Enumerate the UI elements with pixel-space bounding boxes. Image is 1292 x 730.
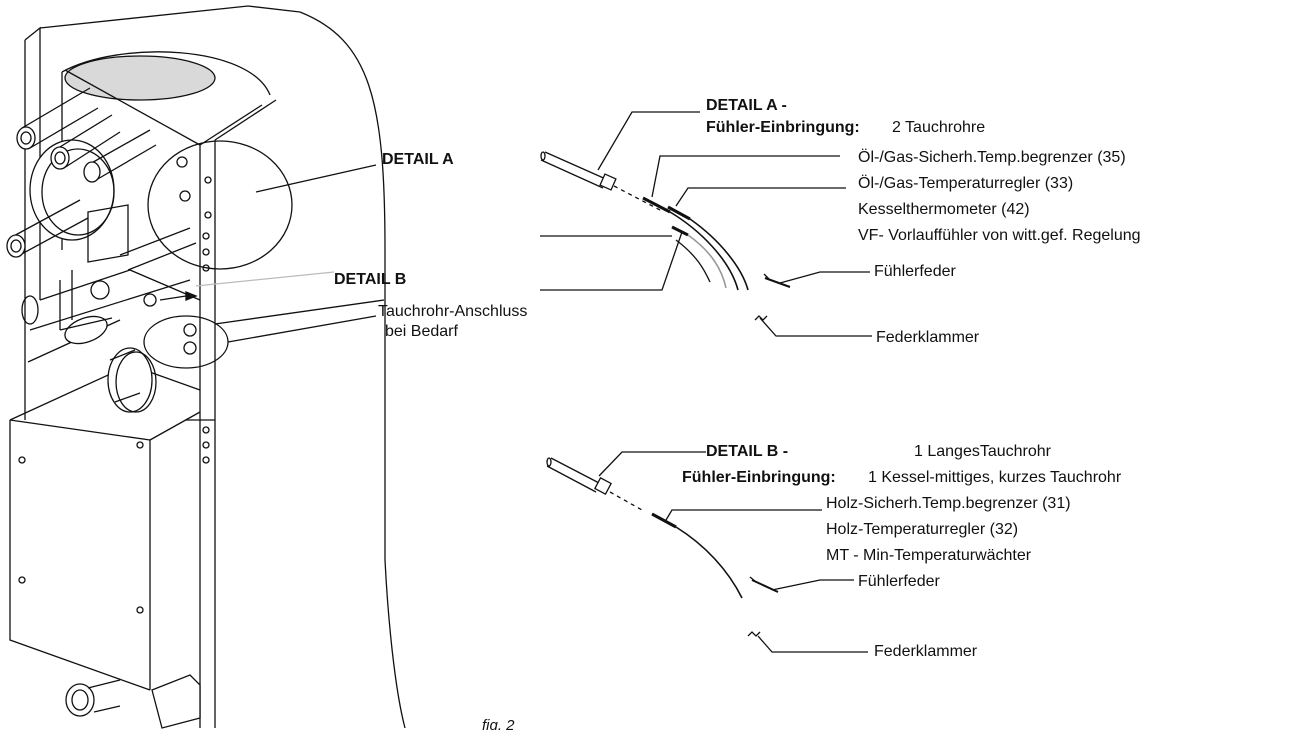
pipe-stubs <box>6 87 197 271</box>
detail-b-clip-label: Federklammer <box>874 643 978 660</box>
detail-a-subtitle: Fühler-Einbringung: <box>706 119 860 136</box>
detail-a-leader <box>255 164 377 193</box>
detail-b-item-mt: MT - Min-Temperaturwächter <box>826 547 1032 564</box>
detail-b-drawing <box>546 451 868 653</box>
boiler-illustration <box>6 5 406 729</box>
detail-b-callout: DETAIL B <box>334 271 407 288</box>
detail-b-title-value: 1 LangesTauchrohr <box>914 443 1051 460</box>
detail-a-item-42: Kesselthermometer (42) <box>858 201 1030 218</box>
detail-b-leader <box>195 271 335 287</box>
detail-b-subtitle: Fühler-Einbringung: <box>682 469 836 486</box>
detail-a-spring-label: Fühlerfeder <box>874 263 956 280</box>
detail-a-item-35: Öl-/Gas-Sicherh.Temp.begrenzer (35) <box>858 149 1126 166</box>
detail-a-drawing <box>540 111 872 337</box>
tauchrohr-leader <box>227 315 377 343</box>
bei-bedarf-label: bei Bedarf <box>385 323 458 340</box>
detail-a-title: DETAIL A - <box>706 97 787 114</box>
detail-a-item-vf: VF- Vorlauffühler von witt.gef. Regelung <box>858 227 1141 244</box>
side-bolts <box>176 156 212 464</box>
detail-a-clip-label: Federklammer <box>876 329 980 346</box>
detail-a-callout: DETAIL A <box>382 151 454 168</box>
tauchrohr-leader-2 <box>214 299 385 325</box>
detail-b-item-32: Holz-Temperaturregler (32) <box>826 521 1019 538</box>
detail-a-subtitle-value: 2 Tauchrohre <box>892 119 986 136</box>
detail-a-ellipse <box>147 140 293 270</box>
detail-b-spring-label: Fühlerfeder <box>858 573 940 590</box>
tauchrohr-anschluss-label: Tauchrohr-Anschluss <box>378 303 528 320</box>
figure-caption: fig. 2 <box>482 717 515 730</box>
detail-a-item-33: Öl-/Gas-Temperaturregler (33) <box>858 175 1074 192</box>
detail-b-subtitle-value: 1 Kessel-mittiges, kurzes Tauchrohr <box>868 469 1122 486</box>
detail-b-item-31: Holz-Sicherh.Temp.begrenzer (31) <box>826 495 1071 512</box>
detail-b-title: DETAIL B - <box>706 443 789 460</box>
